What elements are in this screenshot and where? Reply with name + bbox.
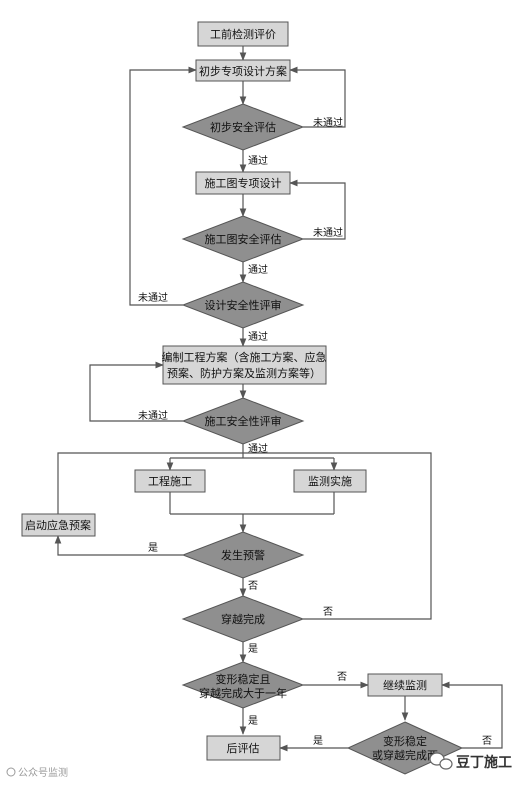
label-deform2-no: 否 xyxy=(482,735,492,747)
label-prelim-pass: 通过 xyxy=(248,154,268,167)
node-prelim-eval: 初步安全评估 xyxy=(181,103,305,151)
label-construction-review-fail: 未通过 xyxy=(138,409,168,422)
node-crossing-done: 穿越完成 xyxy=(181,595,305,643)
node-deform2-label-2: 或穿越完成两 xyxy=(372,748,438,762)
label-warning-no: 否 xyxy=(248,580,258,592)
node-construction-review-label: 施工安全性评审 xyxy=(205,414,282,428)
node-engineering: 工程施工 xyxy=(134,469,206,493)
node-emergency: 启动应急预案 xyxy=(21,513,96,537)
node-construction-design-label: 施工图专项设计 xyxy=(205,176,282,190)
label-deform-no: 否 xyxy=(337,671,347,683)
node-engineering-label: 工程施工 xyxy=(148,475,192,488)
label-deform2-yes: 是 xyxy=(313,735,323,747)
label-deform-yes: 是 xyxy=(248,715,258,727)
watermark-circle-icon xyxy=(6,767,16,777)
node-prelim-design: 初步专项设计方案 xyxy=(195,59,291,82)
node-emergency-label: 启动应急预案 xyxy=(25,518,91,532)
label-design-review-pass: 通过 xyxy=(248,330,268,343)
node-design-review-label: 设计安全性评审 xyxy=(205,298,282,312)
node-deform-label-2: 穿越完成大于一年 xyxy=(199,686,287,700)
node-warning-label: 发生预警 xyxy=(221,548,265,562)
node-crossing-done-label: 穿越完成 xyxy=(221,612,265,626)
node-prelim-design-label: 初步专项设计方案 xyxy=(199,64,287,78)
node-warning: 发生预警 xyxy=(181,531,305,579)
node-monitoring: 监测实施 xyxy=(293,469,367,493)
node-continue-monitor-label: 继续监测 xyxy=(383,678,427,692)
node-deform: 变形稳定且 穿越完成大于一年 xyxy=(181,661,305,709)
node-start-label: 工前检测评价 xyxy=(210,27,276,41)
node-plan-label-2: 预案、防护方案及监测方案等） xyxy=(167,366,321,380)
label-crossing-no: 否 xyxy=(323,606,333,618)
node-plan-label-1: 编制工程方案（含施工方案、应急 xyxy=(162,350,327,364)
label-construction-review-pass: 通过 xyxy=(248,442,268,455)
label-construction-eval-pass: 通过 xyxy=(248,263,268,276)
watermark-left-text: 公众号监测 xyxy=(18,766,68,779)
node-deform-label-1: 变形稳定且 xyxy=(216,672,271,686)
label-warning-yes: 是 xyxy=(148,542,158,554)
node-continue-monitor: 继续监测 xyxy=(367,673,443,697)
watermark-brand-text: 豆丁施工 xyxy=(456,754,512,771)
node-construction-design: 施工图专项设计 xyxy=(195,171,291,195)
node-deform2-label-1: 变形稳定 xyxy=(383,734,427,748)
node-monitoring-label: 监测实施 xyxy=(308,474,352,488)
node-post-eval: 后评估 xyxy=(206,735,281,761)
node-design-review: 设计安全性评审 xyxy=(181,281,305,329)
label-crossing-yes: 是 xyxy=(248,643,258,655)
label-prelim-fail: 未通过 xyxy=(313,116,343,129)
label-construction-eval-fail: 未通过 xyxy=(313,226,343,239)
connectors xyxy=(54,46,503,752)
node-construction-review: 施工安全性评审 xyxy=(181,397,305,445)
node-construction-eval-label: 施工图安全评估 xyxy=(205,232,282,246)
node-post-eval-label: 后评估 xyxy=(227,742,260,755)
watermark-left: 公众号监测 xyxy=(6,766,68,779)
watermark-brand: 豆丁施工 xyxy=(429,752,512,771)
node-prelim-eval-label: 初步安全评估 xyxy=(210,120,276,134)
node-start: 工前检测评价 xyxy=(197,21,289,47)
label-design-review-fail: 未通过 xyxy=(138,291,168,304)
node-construction-eval: 施工图安全评估 xyxy=(181,215,305,263)
chat-bubble-icon xyxy=(429,752,453,770)
node-plan: 编制工程方案（含施工方案、应急 预案、防护方案及监测方案等） xyxy=(162,345,327,385)
